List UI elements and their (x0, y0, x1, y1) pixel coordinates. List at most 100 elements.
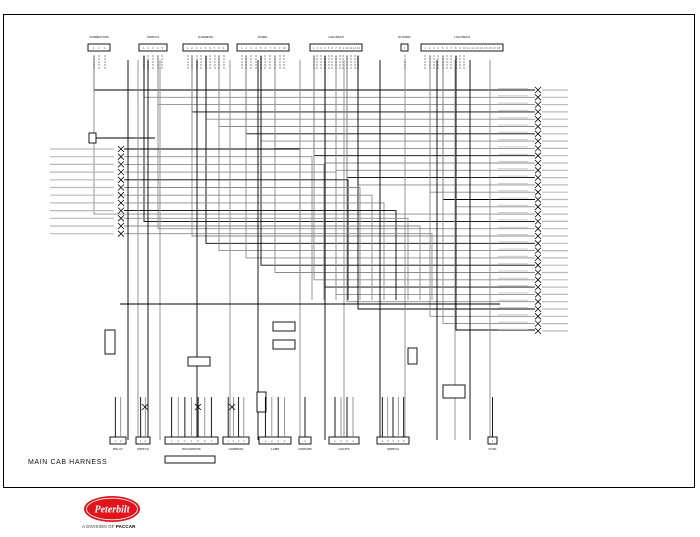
pin-number: 4 (397, 439, 399, 443)
left-terminal-x (117, 153, 125, 160)
top-connector-label: SWITCH (147, 35, 159, 39)
pin-number: 3 (196, 46, 198, 50)
harness-wire (218, 56, 535, 127)
pin-number: 1 (93, 46, 95, 50)
bottom-connector (258, 436, 292, 445)
bottom-connector (222, 436, 250, 445)
top-connector-label: PANEL (258, 35, 268, 39)
right-terminal-x (534, 86, 542, 94)
pin-number: 2 (120, 439, 122, 443)
pin-number: 4 (191, 439, 193, 443)
pin-number: 7 (269, 46, 271, 50)
left-terminal-x (117, 168, 125, 176)
top-connector (138, 43, 168, 52)
splice-block (187, 356, 211, 367)
division-prefix: A DIVISION OF (82, 524, 116, 529)
top-connector-label: BUZZER (398, 35, 411, 39)
harness-wire (124, 187, 361, 300)
right-terminal-x (534, 276, 542, 284)
harness-wire (442, 56, 535, 325)
left-terminal-x (117, 199, 125, 207)
pin-number: 9 (223, 46, 225, 50)
top-connector (309, 43, 363, 52)
splice-block (272, 339, 296, 350)
harness-wire (357, 56, 535, 310)
right-terminal-x (534, 320, 542, 327)
top-connector-label: HARNESS (198, 35, 213, 39)
left-terminal-x (117, 207, 125, 214)
pin-number: 4 (243, 439, 245, 443)
pin-number: 3 (238, 439, 240, 443)
pin-number: 2 (147, 46, 149, 50)
pin-number: 2 (98, 46, 100, 50)
right-terminal-x (534, 232, 542, 240)
diagram-frame (3, 14, 695, 488)
right-terminal-x (534, 159, 542, 167)
pin-number: 6 (331, 46, 333, 50)
bottom-connector-label: RELAY (113, 447, 123, 451)
pin-number: 10 (283, 46, 287, 50)
bottom-connector-label: SWITCH (387, 447, 399, 451)
bottom-connector-label: DIAGNOSTIC (182, 447, 202, 451)
division-text: A DIVISION OF PACCAR (82, 524, 135, 529)
pin-number: 3 (152, 46, 154, 50)
pin-number: 9 (459, 46, 461, 50)
top-connector-label: CONNECTOR (89, 35, 109, 39)
harness-wire (157, 56, 535, 230)
pin-number: 17 (493, 46, 497, 50)
pin-number: 1 (171, 439, 173, 443)
bottom-connector (109, 436, 127, 445)
harness-wire (274, 56, 535, 273)
right-terminal-x (534, 101, 542, 108)
right-terminal-x (534, 327, 542, 335)
pin-number: 5 (161, 46, 163, 50)
dual-connector (442, 384, 466, 399)
left-terminal-x (117, 191, 125, 199)
left-terminal-x (117, 176, 125, 184)
bottom-connector-label: LAMP (271, 447, 280, 451)
harness-wire (455, 56, 535, 208)
right-terminal-x (534, 130, 542, 138)
harness-wire (205, 56, 535, 120)
pin-number: 6 (204, 439, 206, 443)
twisted-pair-x (141, 403, 149, 411)
harness-wire (124, 163, 325, 300)
pin-number: 2 (246, 46, 248, 50)
pin-number: 7 (450, 46, 452, 50)
pin-number: 1 (313, 46, 315, 50)
top-connector (236, 43, 290, 52)
peterbilt-logo: Peterbilt (84, 496, 140, 522)
pin-number: 2 (233, 439, 235, 443)
harness-wire (191, 56, 535, 237)
right-terminal-x (534, 181, 542, 189)
harness-wire (124, 179, 349, 300)
inline-connector (407, 347, 418, 365)
pin-number: 2 (177, 439, 179, 443)
pin-number: 3 (184, 439, 186, 443)
right-terminal-x (534, 283, 542, 291)
right-terminal-x (534, 137, 542, 145)
bottom-connector-label: LIGHTS (339, 447, 350, 451)
pin-number: 11 (467, 46, 470, 50)
bottom-connector (135, 436, 151, 445)
bottom-connector-label: HARNESS (229, 447, 244, 451)
pin-number: 1 (265, 439, 267, 443)
right-terminal-x (534, 167, 542, 174)
pin-number: 3 (104, 46, 106, 50)
right-terminal-x (534, 291, 542, 298)
division-company: PACCAR (115, 524, 136, 529)
harness-wire (191, 56, 535, 113)
twisted-pair-x (194, 403, 202, 411)
left-terminal-x (117, 222, 125, 230)
pin-number: 2 (429, 46, 431, 50)
harness-wire (346, 56, 535, 179)
pin-number: 7 (211, 439, 213, 443)
pin-number: 1 (241, 46, 243, 50)
pin-number: 5 (328, 46, 330, 50)
right-terminal-x (534, 254, 542, 262)
right-terminal-x (534, 123, 542, 130)
left-terminal-x (117, 145, 125, 153)
pin-number: 1 (187, 46, 189, 50)
harness-wire (260, 56, 535, 266)
